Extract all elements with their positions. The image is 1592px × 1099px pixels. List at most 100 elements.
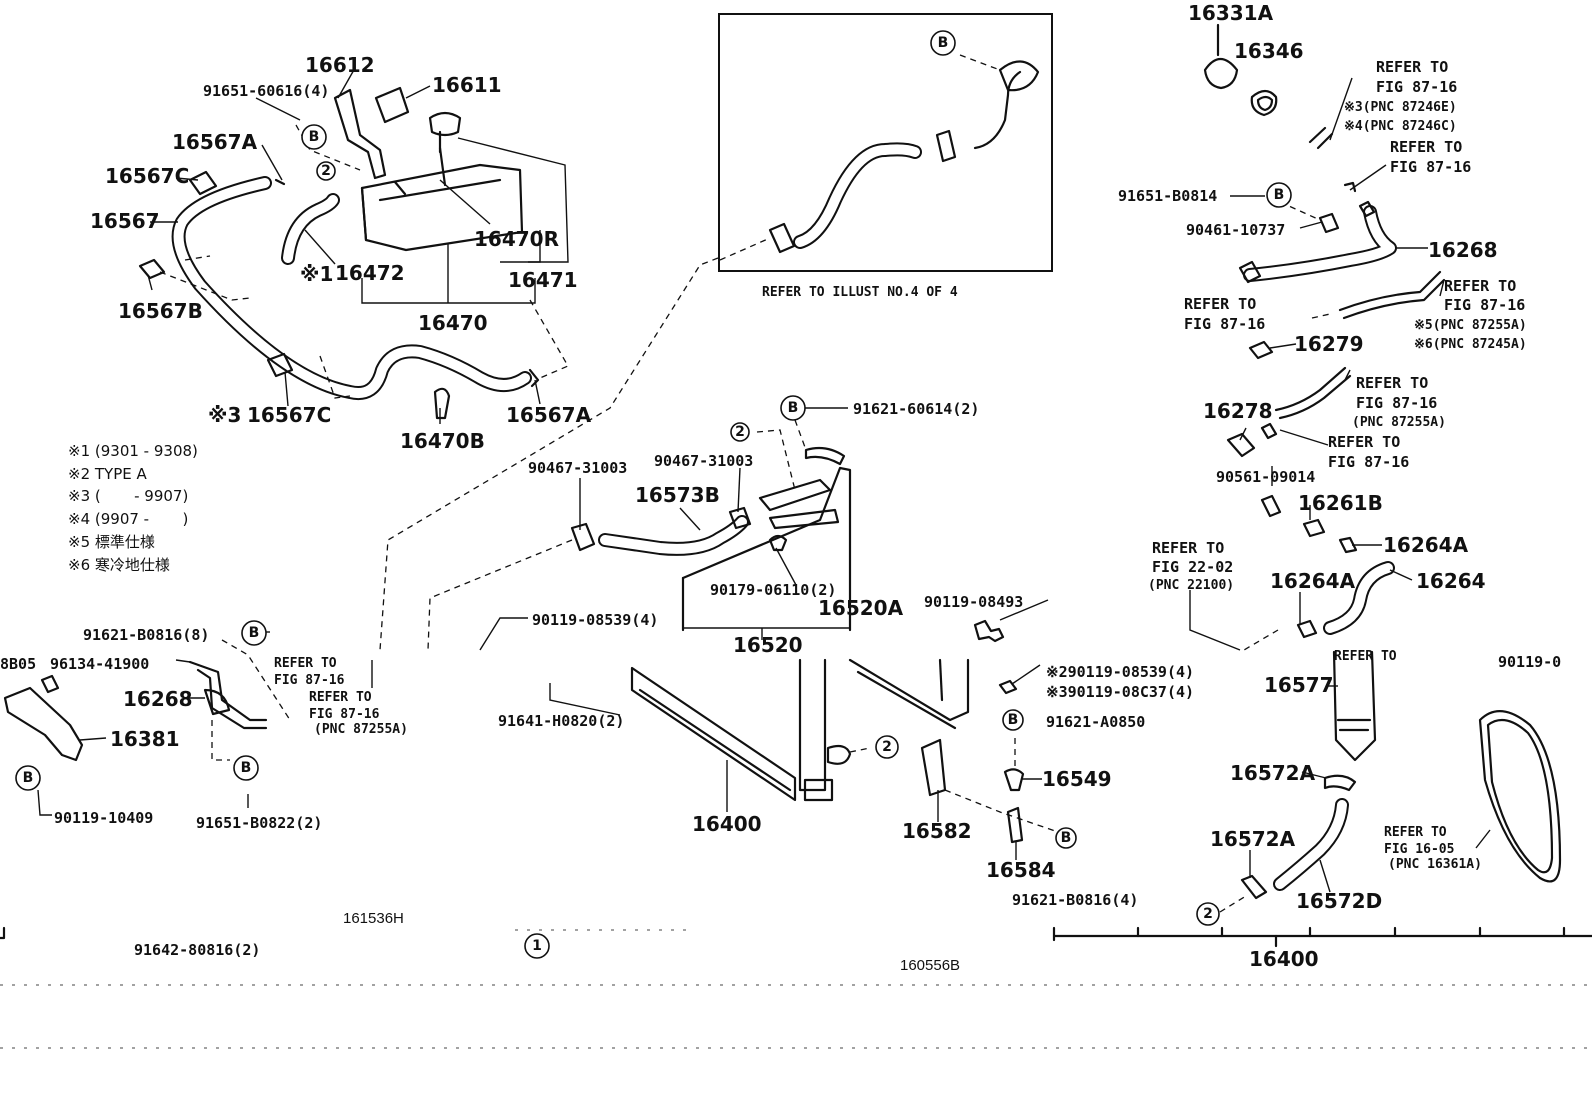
- bracket-16611: [374, 86, 410, 124]
- dashed-leaders-center: [379, 257, 807, 651]
- refer-text: FIG 22-02: [1152, 558, 1233, 576]
- svg-text:2: 2: [1203, 906, 1213, 922]
- part-number: 90119-08539(4): [532, 611, 658, 629]
- part-number: 90467-31003: [654, 452, 753, 470]
- part-number: 90561-09014: [1216, 468, 1315, 486]
- bracket-16381: [3, 674, 84, 762]
- part-number: 91642-80816(2): [134, 941, 260, 959]
- svg-text:2: 2: [735, 424, 745, 440]
- part-number: 90119-08493: [924, 593, 1023, 611]
- refer-text: FIG 87-16: [1356, 394, 1437, 412]
- part-labels: 16331A 16346 16612 91651-60616(4) 16611 …: [0, 1, 1561, 971]
- refer-text: REFER TO: [1334, 649, 1397, 664]
- refer-text: REFER TO: [1390, 138, 1462, 156]
- svg-text:1: 1: [532, 938, 542, 954]
- part-number: 16470B: [400, 429, 485, 453]
- circle-2-marker: 2: [875, 735, 899, 759]
- footnote: ※5 標準仕様: [68, 533, 155, 551]
- hardware-center-right: [920, 599, 1059, 860]
- part-number: 8B05: [0, 655, 36, 673]
- refer-text: FIG 87-16: [1328, 453, 1409, 471]
- leader-lines-right-top: [1189, 77, 1445, 651]
- circle-1-marker: 1: [524, 933, 550, 959]
- part-number: 16572A: [1230, 761, 1316, 785]
- part-number: 91621-60614(2): [853, 400, 979, 418]
- svg-text:B: B: [788, 400, 799, 416]
- scale-axis: [0, 926, 1592, 948]
- refer-text: (PNC 22100): [1148, 578, 1234, 593]
- part-number: 16520: [733, 633, 803, 657]
- circle-b-marker: B: [1002, 709, 1024, 731]
- circle-2-marker: 2: [730, 422, 750, 442]
- leader-lines-center: [479, 407, 850, 812]
- part-number: 90119-0: [1498, 653, 1561, 671]
- part-number: 91651-B0814: [1118, 187, 1217, 205]
- part-number: 16346: [1234, 39, 1304, 63]
- part-number: 16567B: [118, 299, 203, 323]
- part-number: 16567C: [105, 164, 189, 188]
- part-number: 16268: [1428, 238, 1498, 262]
- refer-text: REFER TO: [1184, 295, 1256, 313]
- leader-lines-left: [147, 67, 569, 424]
- inset-frame: [718, 13, 1053, 272]
- part-number: 16567: [90, 209, 160, 233]
- upper-tank-16520: [681, 446, 852, 632]
- hose-16572D: [1240, 774, 1357, 900]
- part-number: 16611: [432, 73, 502, 97]
- bracket-16612: [333, 88, 387, 180]
- footnote: ※3 ( - 9907): [68, 487, 188, 505]
- part-number: 16279: [1294, 332, 1364, 356]
- part-number: 90179-06110(2): [710, 581, 836, 599]
- circle-markers: B B B B B B B B B 2 2 2 2 1: [15, 30, 1292, 959]
- scan-noise: [0, 929, 1592, 1049]
- refer-text: FIG 87-16: [309, 707, 380, 722]
- refer-text: ※6(PNC 87245A): [1414, 337, 1527, 352]
- refer-notes: REFER TO FIG 87-16 ※3(PNC 87246E) ※4(PNC…: [274, 58, 1527, 872]
- circle-2-marker: 2: [1196, 902, 1220, 926]
- svg-text:B: B: [938, 35, 949, 51]
- part-number: 16331A: [1188, 1, 1274, 25]
- part-number: 16572D: [1296, 889, 1382, 913]
- belt-refer: [1478, 710, 1562, 883]
- right-pipes-mid: [1226, 126, 1446, 554]
- pipe-16268-left: [188, 660, 268, 730]
- part-number: 96134-41900: [50, 655, 149, 673]
- side-frame-right: [848, 658, 970, 730]
- circle-b-marker: B: [233, 755, 259, 781]
- part-number: 91621-B0816(4): [1012, 891, 1138, 909]
- svg-text:B: B: [249, 625, 260, 641]
- thermostat-16331A: [1203, 23, 1239, 90]
- refer-text: (PNC 87255A): [1352, 415, 1446, 430]
- illustration-code: 160556B: [900, 957, 960, 974]
- refer-text: FIG 87-16: [274, 673, 345, 688]
- refer-text: FIG 16-05: [1384, 842, 1454, 857]
- footnote: ※1 (9301 - 9308): [68, 442, 198, 460]
- hose-16573B: [570, 506, 752, 556]
- refer-text: REFER TO: [1376, 58, 1448, 76]
- refer-text: REFER TO: [1356, 374, 1428, 392]
- part-number: 16381: [110, 727, 180, 751]
- part-number: 16573B: [635, 483, 720, 507]
- refer-text: ※4(PNC 87246C): [1344, 119, 1457, 134]
- part-number: 16567A: [506, 403, 592, 427]
- part-number: 90461-10737: [1186, 221, 1285, 239]
- refer-text: REFER TO: [1328, 433, 1400, 451]
- part-number: 90119-10409: [54, 809, 153, 827]
- svg-text:B: B: [241, 760, 252, 776]
- part-number: 90467-31003: [528, 459, 627, 477]
- refer-text: FIG 87-16: [1444, 296, 1525, 314]
- refer-text: REFER TO: [309, 690, 372, 705]
- part-number: ※290119-08539(4): [1046, 663, 1194, 681]
- part-number: 16567C: [247, 403, 331, 427]
- part-number: 16612: [305, 53, 375, 77]
- circle-b-marker: B: [1266, 182, 1292, 208]
- refer-text: ※3(PNC 87246E): [1344, 100, 1457, 115]
- part-number: 16400: [692, 812, 762, 836]
- pipe-16268-right: [1238, 181, 1397, 284]
- circle-b-marker: B: [241, 620, 267, 646]
- svg-text:2: 2: [321, 163, 331, 179]
- footnote: ※4 (9907 - ): [68, 510, 188, 528]
- radiator-16400: [630, 658, 871, 802]
- part-number: ※390119-08C37(4): [1046, 683, 1194, 701]
